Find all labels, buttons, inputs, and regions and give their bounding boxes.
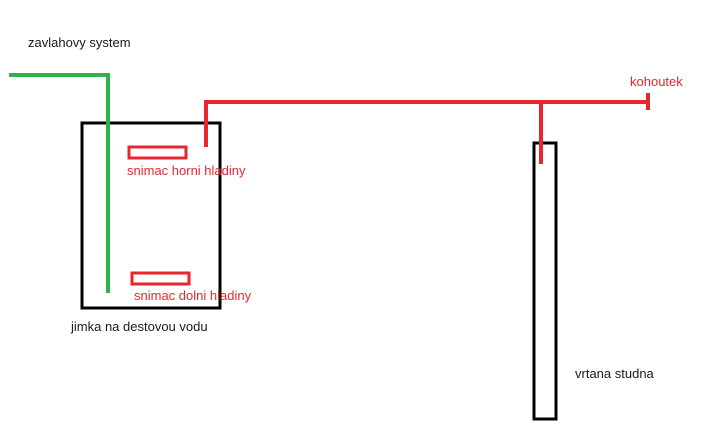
irrigation-system-label: zavlahovy system: [28, 35, 131, 50]
tap-label: kohoutek: [630, 74, 683, 89]
upper-level-sensor: [127, 145, 188, 160]
water-pipe: [204, 93, 650, 164]
drilled-well-outline: [532, 141, 558, 421]
drilled-well-label: vrtana studna: [575, 366, 654, 381]
rainwater-tank-label: jimka na destovou vodu: [71, 319, 208, 334]
irrigation-pipe: [9, 73, 110, 293]
pipe-main-line: [204, 100, 648, 147]
lower-sensor-label: snimac dolni hladiny: [134, 288, 252, 303]
rainwater-tank-outline: [80, 121, 222, 310]
lower-level-sensor: [130, 271, 191, 286]
upper-sensor-label: snimac horni hladiny: [127, 163, 246, 178]
